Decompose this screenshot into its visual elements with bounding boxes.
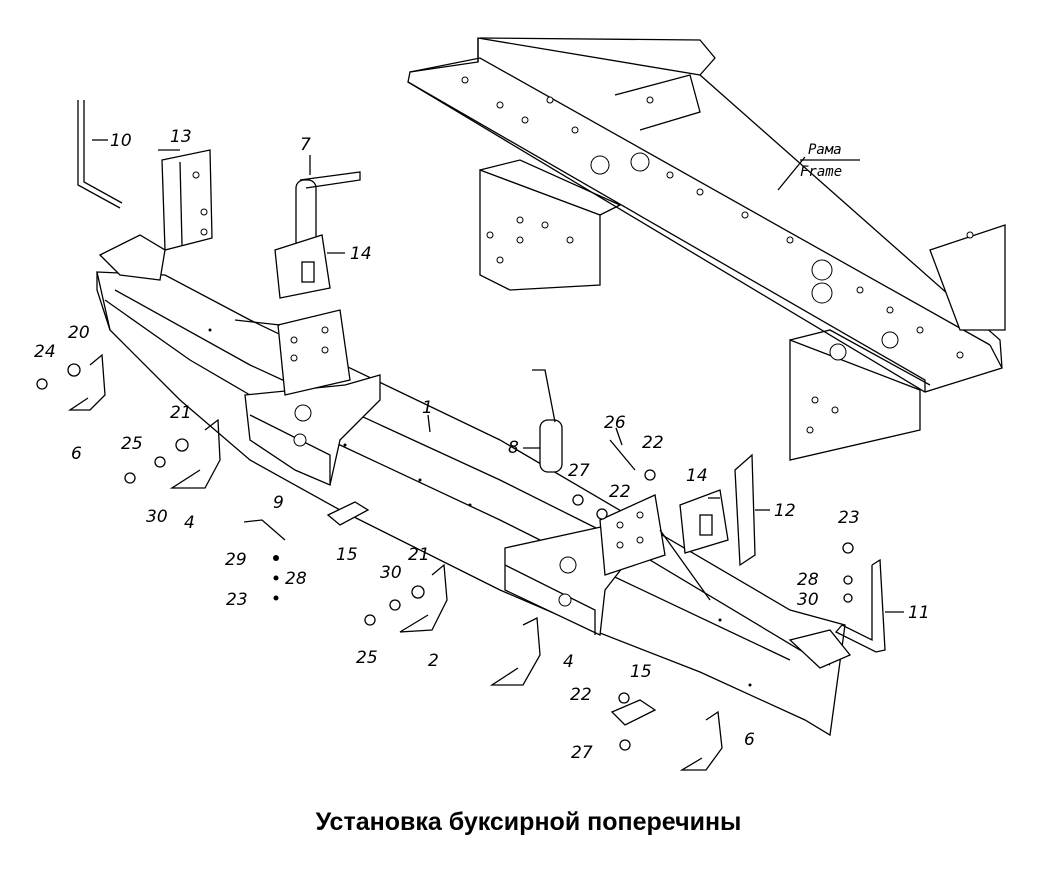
callout-1: 1 <box>422 398 433 418</box>
callout-9: 9 <box>273 493 284 513</box>
parts-drawings <box>36 100 904 771</box>
callout-27: 27 <box>571 743 593 763</box>
frame-label-ru: Рама <box>808 142 842 158</box>
callout-28: 28 <box>797 570 819 590</box>
callout-24: 24 <box>34 342 56 362</box>
callout-28: 28 <box>285 569 307 589</box>
callout-15: 15 <box>336 545 358 565</box>
callout-8: 8 <box>508 438 519 458</box>
page-title: Установка буксирной поперечины <box>315 808 742 836</box>
callout-labels: 1 2 4 4 6 6 7 8 9 10 11 12 13 14 14 15 1… <box>34 127 930 763</box>
frame-leader-line <box>777 156 806 191</box>
callout-15: 15 <box>630 662 652 682</box>
callout-12: 12 <box>774 501 796 521</box>
callout-14: 14 <box>350 244 372 264</box>
callout-23: 23 <box>226 590 248 610</box>
callout-23: 23 <box>838 508 860 528</box>
callout-2: 2 <box>428 651 439 671</box>
callout-25: 25 <box>121 434 143 454</box>
callout-25: 25 <box>356 648 378 668</box>
callout-22: 22 <box>570 685 592 705</box>
towing-crossmember-drawing <box>96 234 852 737</box>
callout-22: 22 <box>609 482 631 502</box>
callout-7: 7 <box>300 135 311 155</box>
frame-holes <box>461 76 974 434</box>
callout-13: 13 <box>170 127 192 147</box>
callout-30: 30 <box>797 590 819 610</box>
vehicle-frame-drawing <box>407 37 1006 461</box>
frame-label-en: Frame <box>800 164 842 180</box>
callout-10: 10 <box>110 131 132 151</box>
callout-4: 4 <box>184 513 195 533</box>
callout-26: 26 <box>604 413 626 433</box>
callout-27: 27 <box>568 461 590 481</box>
callout-20: 20 <box>68 323 90 343</box>
callout-22: 22 <box>642 433 664 453</box>
callout-30: 30 <box>380 563 402 583</box>
callout-14: 14 <box>686 466 708 486</box>
callout-6: 6 <box>71 444 82 464</box>
callout-21: 21 <box>170 403 192 423</box>
callout-4: 4 <box>563 652 574 672</box>
callout-30: 30 <box>146 507 168 527</box>
callout-21: 21 <box>408 545 430 565</box>
callout-6: 6 <box>744 730 755 750</box>
callout-29: 29 <box>225 550 247 570</box>
callout-11: 11 <box>908 603 930 623</box>
